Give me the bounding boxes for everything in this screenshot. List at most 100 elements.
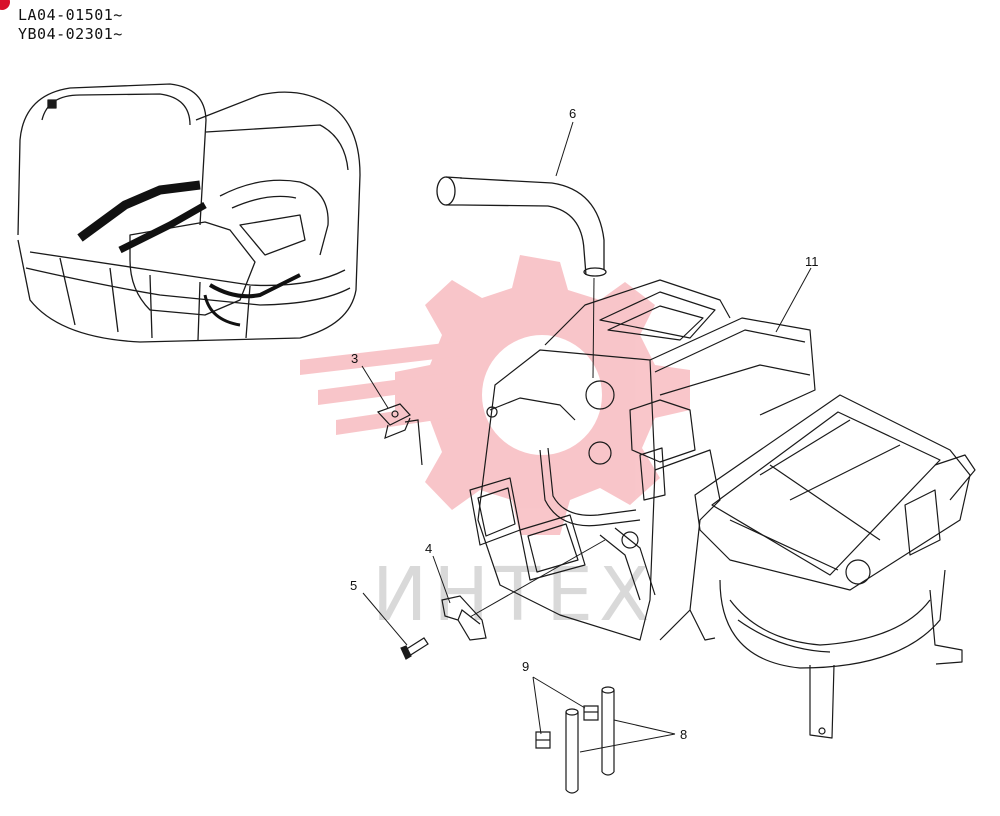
cab-outline [18,92,360,342]
bracket-flange [385,418,410,438]
cab-floor-line-2 [26,268,350,305]
heater-pipe-2 [548,448,636,515]
pipe-right [602,690,614,772]
heater-pipe-1 [540,450,640,526]
bracket-plate [378,404,410,425]
part-5-bolt [401,638,428,659]
cab-highlight-pipe-2 [205,295,240,325]
heater-top-grille [600,292,715,338]
leader-9 [533,677,585,734]
heater-foot-hole [819,728,825,734]
heater-foot-bracket [810,665,834,738]
heater-right-latch [905,490,940,555]
pipe-left-top [566,709,578,715]
clamp-body [442,596,486,640]
heater-control-box-mid [660,365,810,395]
heater-fan-drum-rib-2 [738,620,830,652]
callout-4: 4 [425,541,432,556]
watermark-gear-hole [482,335,602,455]
heater-right-clip [935,455,975,500]
heater-right-bracket [930,590,962,664]
serial-range-1: LA04-01501~ [18,6,123,24]
leader-lines [362,122,811,752]
nut-lower [536,732,550,748]
watermark-logo [300,255,690,535]
heater-body-left [478,350,655,640]
heater-fitting-top [490,398,575,420]
cab-duct [240,215,305,255]
cab-mark [48,100,56,108]
heater-blower-lid [712,412,940,575]
part-3-bracket [378,404,422,465]
heater-vent-left-inner [478,488,515,536]
heater-fitting-bolt [487,407,497,417]
heater-bracket-low-2 [615,528,655,595]
pipe-left [566,712,578,790]
leader-6 [556,122,573,176]
heater-bracket-low [600,535,640,600]
bracket-rod [405,420,422,465]
leader-4 [433,556,450,603]
serial-range-2: YB04-02301~ [18,25,123,43]
heater-top-grille-inner [608,306,703,340]
heater-control-box [650,318,815,415]
callout-8: 8 [680,727,687,742]
cab-hose-a [220,180,328,255]
part-9-nuts [536,706,598,748]
heater-actuator [630,400,695,462]
callout-11: 11 [805,254,819,269]
leader-4-extension [470,540,605,617]
corner-marker [0,0,10,10]
heater-fan-drum [720,570,945,668]
clamp-slot [458,610,480,624]
heater-blower-port [846,560,870,584]
heater-left-foot [690,610,715,640]
leader-6-vertical [593,278,594,378]
pipe-right-top [602,687,614,693]
cab-frame-ribs [60,258,250,340]
part-4-clamp [442,596,486,640]
hose-cuff-lines [446,177,462,205]
cab-overview [18,84,360,342]
heater-port-mid [589,442,611,464]
watermark-text: ИНТЕХ [372,552,656,638]
cab-seat-back [18,84,206,235]
heater-vent-lower-inner [528,524,578,572]
leader-5 [363,593,407,645]
hose-upper-edge [460,178,604,270]
cab-heater-zone [130,222,255,315]
cab-seat-top [42,94,190,125]
pipe-right-bottom [602,772,614,775]
hose-bottom-end [584,268,606,276]
callout-9: 9 [522,659,529,674]
cab-hose-b [232,196,296,208]
watermark-gear [395,255,690,535]
heater-port-top [586,381,614,409]
heater-blower-box [695,395,970,590]
bracket-hole [392,411,398,417]
cab-highlight-duct [80,185,200,238]
cab-highlight-duct-2 [120,205,205,250]
heater-fan-drum-rib [730,600,930,645]
heater-control-box-top [655,330,805,372]
cab-floor-line-1 [30,252,345,285]
heater-mid-panel [655,450,720,640]
watermark-stripe-3 [336,400,470,435]
watermark-stripe-1 [300,340,470,375]
part-8-pipes [566,687,614,793]
heater-top-left [545,280,730,345]
nut-upper [584,706,598,720]
heater-actuator-plug [640,448,665,500]
hose-end-cuff [437,177,455,205]
cab-highlight-pipe [210,275,300,296]
hose-lower-edge [462,205,586,275]
callout-3: 3 [351,351,358,366]
heater-blower-lid-ribs [730,420,900,570]
leader-8 [580,720,675,752]
heater-vent-lower [520,515,585,580]
part-11-heater-unit [470,280,975,738]
watermark-stripe-2 [318,370,470,405]
callout-6: 6 [569,106,576,121]
